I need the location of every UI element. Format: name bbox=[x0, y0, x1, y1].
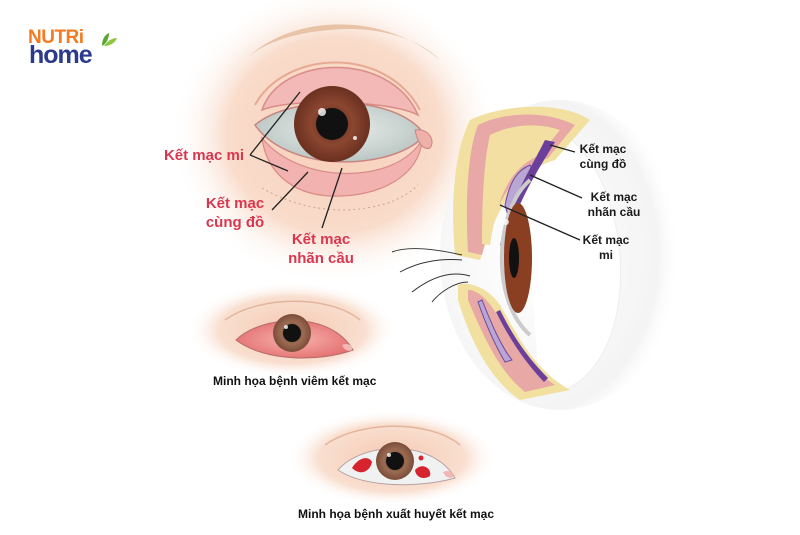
label-line: Kết mạc bbox=[291, 231, 351, 248]
label-line: nhãn cầu bbox=[288, 250, 354, 267]
label-fornix-conjunctiva-front: Kết mạc cùng đồ bbox=[200, 194, 270, 232]
hemorrhage-eye bbox=[287, 410, 497, 506]
label-line: Kết mạc mi bbox=[163, 147, 245, 164]
label-palpebral-conjunctiva-front: Kết mạc mi bbox=[157, 146, 251, 165]
front-eye bbox=[170, 0, 500, 285]
caption-subconjunctival-hemorrhage: Minh họa bệnh xuất huyết kết mạc bbox=[298, 507, 495, 521]
label-bulbar-conjunctiva-front: Kết mạc nhãn cầu bbox=[285, 230, 357, 268]
label-palpebral-conjunctiva-section: Kết mạc mi bbox=[578, 233, 634, 263]
label-fornix-conjunctiva-section: Kết mạc cùng đồ bbox=[572, 142, 634, 172]
label-line: Kết mạc bbox=[579, 142, 627, 156]
logo-brand-top: NUTRi bbox=[28, 27, 84, 48]
label-line: mi bbox=[598, 248, 613, 262]
eye-cross-section bbox=[391, 100, 680, 410]
conjunctivitis-eye bbox=[187, 282, 397, 378]
leaf-icon bbox=[102, 33, 117, 46]
label-line: cùng đồ bbox=[205, 214, 265, 231]
label-line: Kết mạc bbox=[582, 233, 630, 247]
nutrihome-logo: NUTRi home bbox=[28, 28, 118, 70]
label-line: nhãn cầu bbox=[587, 205, 641, 219]
label-bulbar-conjunctiva-section: Kết mạc nhãn cầu bbox=[582, 190, 646, 220]
logo-brand-bottom: home bbox=[29, 41, 93, 69]
caption-conjunctivitis: Minh họa bệnh viêm kết mạc bbox=[213, 374, 377, 388]
label-line: cùng đồ bbox=[579, 157, 627, 171]
label-line: Kết mạc bbox=[205, 195, 265, 212]
label-line: Kết mạc bbox=[590, 190, 638, 204]
